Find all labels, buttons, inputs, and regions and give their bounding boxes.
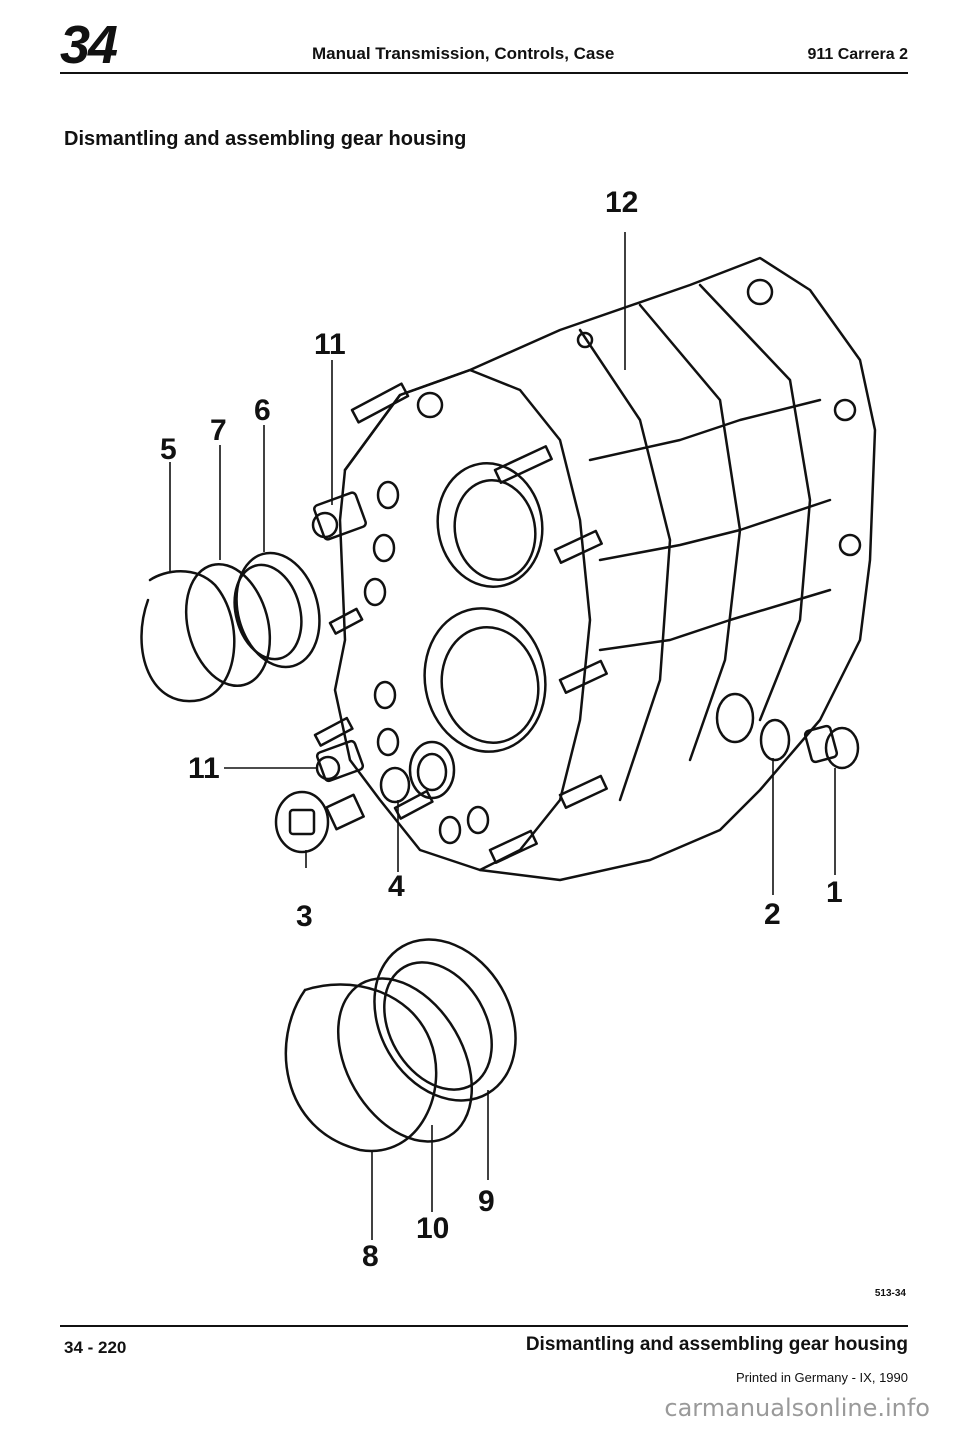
callout-5: 5 — [160, 433, 177, 466]
printed-note: Printed in Germany - IX, 1990 — [736, 1370, 908, 1385]
plug-3-socket — [288, 808, 316, 836]
stud — [393, 789, 434, 820]
circlip-5 — [140, 570, 236, 703]
upper-bearing-bore-inner — [453, 479, 537, 581]
stud — [488, 829, 538, 864]
watermark: carmanualsonline.info — [664, 1394, 930, 1422]
housing-rib — [578, 328, 672, 802]
flange-hole — [376, 480, 400, 510]
lower-bearing-bore-inner — [440, 626, 540, 744]
stud — [350, 382, 410, 424]
callout-8: 8 — [362, 1240, 379, 1273]
drain-plug-1 — [824, 726, 860, 770]
header-title: Manual Transmission, Controls, Case — [312, 44, 615, 63]
callout-2: 2 — [764, 898, 781, 931]
upper-bearing-bore — [436, 462, 544, 588]
shaft-seal-inner — [416, 752, 448, 792]
flange-hole — [376, 727, 400, 757]
bearing-6 — [235, 551, 321, 669]
figure-reference: 513-34 — [874, 1288, 906, 1299]
stud — [558, 659, 608, 694]
flange-hole — [466, 805, 490, 835]
callout-12: 12 — [605, 186, 639, 219]
ring-7 — [184, 562, 272, 688]
footer-title: Dismantling and assembling gear housing — [525, 1334, 908, 1355]
footer-rule — [60, 1325, 908, 1327]
callout-6: 6 — [254, 394, 271, 427]
housing-rib — [588, 398, 822, 462]
stud — [328, 607, 364, 635]
flange-hole — [373, 680, 397, 710]
drain-boss — [715, 692, 755, 744]
chapter-number: 34 — [60, 15, 118, 75]
stud — [558, 774, 608, 809]
seal-2 — [759, 718, 791, 762]
housing-rib — [598, 588, 832, 652]
mount-boss — [576, 331, 594, 349]
mount-boss — [833, 398, 857, 422]
bearing-6-inner — [233, 563, 303, 661]
lower-bearing-bore — [423, 607, 547, 753]
housing-rib — [698, 283, 812, 722]
flange-hole — [363, 577, 387, 607]
housing-rib — [598, 498, 832, 562]
bearing-9-inner — [383, 961, 493, 1091]
page-number: 34 - 220 — [64, 1338, 127, 1357]
callout-9: 9 — [478, 1185, 495, 1218]
callout-11-upper: 11 — [314, 328, 346, 361]
flange-hole — [372, 533, 396, 563]
callout-7: 7 — [210, 414, 227, 447]
header-rule — [60, 72, 908, 74]
mount-boss — [838, 533, 862, 557]
callout-1: 1 — [826, 876, 843, 909]
callout-3: 3 — [296, 900, 313, 933]
gear-housing — [333, 256, 877, 882]
bearing-9 — [373, 938, 517, 1102]
plug-3-bracket — [325, 793, 365, 831]
stud — [313, 716, 354, 747]
housing-flange — [343, 368, 592, 872]
shaft-seal — [408, 740, 456, 800]
mount-boss — [746, 278, 774, 306]
needle-bearing-upper-end — [311, 511, 339, 539]
callout-4: 4 — [388, 870, 405, 903]
flange-hole — [438, 815, 462, 845]
o-ring-4 — [379, 766, 411, 804]
drain-plug-1-body — [803, 724, 839, 764]
mount-boss — [416, 391, 444, 419]
stud — [553, 529, 603, 564]
stud — [493, 445, 553, 484]
circlip-8 — [284, 983, 438, 1153]
needle-bearing-upper — [313, 491, 367, 541]
section-title: Dismantling and assembling gear housing — [64, 128, 467, 150]
callout-10: 10 — [416, 1212, 450, 1245]
plug-3 — [274, 790, 330, 854]
callout-11-lower: 11 — [188, 752, 220, 785]
header-model: 911 Carrera 2 — [807, 46, 908, 63]
ring-10 — [336, 977, 474, 1143]
needle-bearing-lower — [315, 739, 365, 783]
